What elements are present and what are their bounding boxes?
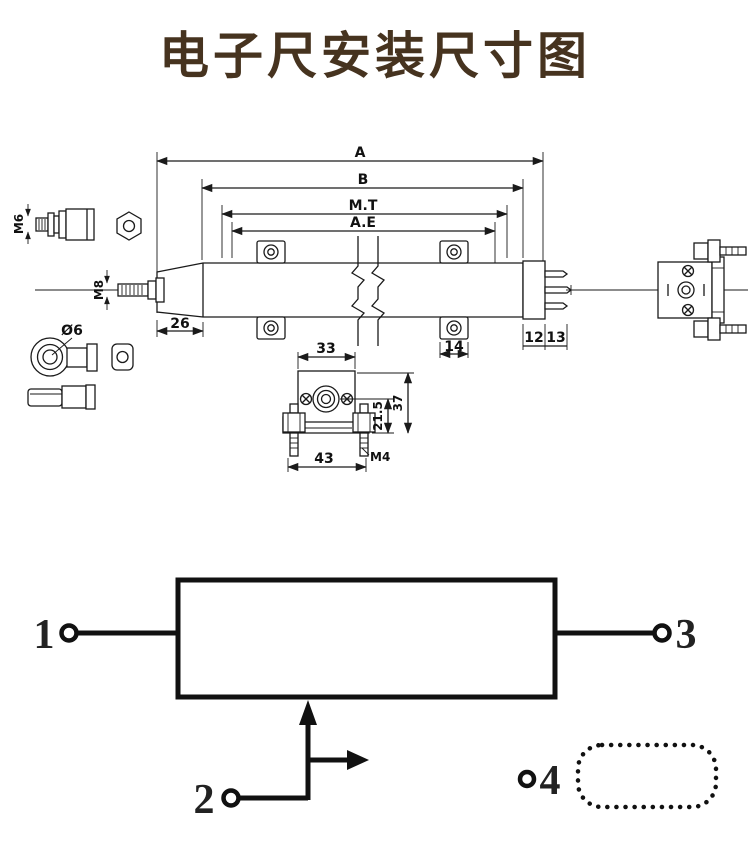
terminal-2-node — [221, 788, 241, 808]
sensor-end-view — [657, 239, 747, 341]
sensor-end-cap — [522, 260, 546, 320]
clamp-bolt-right — [352, 403, 376, 457]
terminal-4-node — [517, 769, 537, 789]
dim-26-label: 26 — [170, 316, 189, 332]
accessory-rod-end: Ø6 — [30, 323, 98, 377]
sensor-body — [156, 262, 524, 318]
dim-rod-end-bore-label: Ø6 — [61, 323, 83, 339]
dimension-lines-bottom: 26 14 12 13 — [156, 316, 568, 359]
clamp-bolt-left — [282, 403, 306, 457]
direction-arrow-icon — [347, 750, 369, 770]
terminal-4-label: 4 — [540, 758, 561, 804]
dim-33-label: 33 — [316, 341, 335, 357]
accessory-bushing — [27, 384, 96, 410]
connector-pins — [544, 270, 576, 310]
terminal-1-label: 1 — [34, 612, 55, 658]
shaft — [117, 277, 165, 303]
terminal-2-label: 2 — [194, 777, 215, 823]
dim-AE-label: A.E — [350, 215, 376, 231]
end-view-bearing — [677, 281, 695, 299]
shield-outline — [575, 742, 719, 810]
mounting-brackets — [256, 240, 469, 340]
accessory-square-nut — [111, 343, 134, 371]
wiper-arrow-icon — [299, 700, 317, 725]
dim-B-label: B — [358, 172, 369, 188]
end-view-bolt-top — [693, 239, 747, 263]
end-view-screw-bottom — [681, 303, 695, 317]
wiring-schematic: 1 3 2 4 — [34, 577, 719, 823]
potentiometer-body — [175, 577, 558, 700]
break-lines — [350, 236, 386, 346]
dim-43-label: 43 — [314, 451, 333, 467]
dim-A-label: A — [355, 145, 366, 161]
accessory-hex-nut-top — [116, 211, 142, 241]
dim-12-label: 12 — [524, 330, 543, 346]
sensor-side-view: M8 26 — [92, 236, 576, 359]
dim-M6-label: M6 — [12, 214, 26, 234]
section-screw-left — [299, 392, 313, 406]
dim-21-5-label: 21.5 — [371, 401, 385, 431]
end-view-bolt-bottom — [693, 317, 747, 341]
dim-M8-label: M8 — [92, 280, 106, 300]
section-view: 33 — [282, 341, 414, 472]
dim-M6: M6 — [12, 204, 31, 244]
end-view-flange — [711, 256, 725, 324]
end-view-screw-top — [681, 264, 695, 278]
dimension-lines-top: A B M.T A.E — [156, 145, 544, 313]
dim-M8: M8 — [92, 270, 110, 310]
dim-13-label: 13 — [546, 330, 565, 346]
terminal-3-label: 3 — [676, 612, 697, 658]
accessory-m6-stud: M6 — [12, 204, 95, 244]
dim-37-label: 37 — [391, 395, 405, 412]
terminal-1-node — [59, 623, 79, 643]
page-title: 电子尺安装尺寸图 — [159, 27, 591, 85]
terminal-3-node — [652, 623, 672, 643]
dim-MT-label: M.T — [349, 198, 378, 214]
dim-M4-label: M4 — [370, 450, 390, 464]
dim-14-label: 14 — [444, 339, 464, 355]
